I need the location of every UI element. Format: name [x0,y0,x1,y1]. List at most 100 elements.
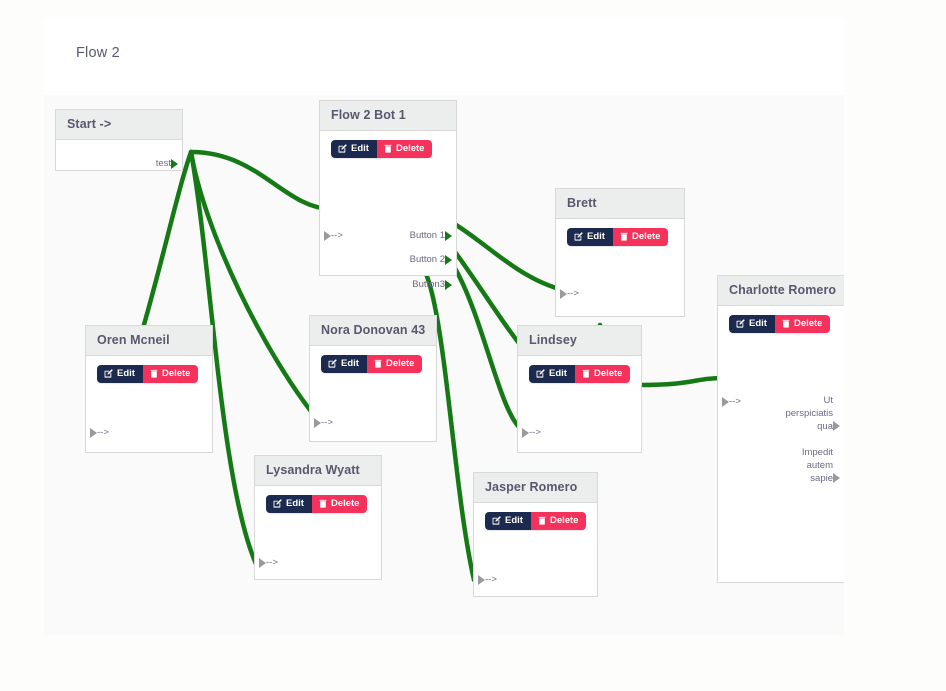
node-jasper-romero-actions: Edit Delete [485,512,587,530]
port-out-marker-icon [833,473,840,483]
port-in-marker-icon [478,575,485,585]
port-in-marker-icon [314,418,321,428]
delete-button[interactable]: Delete [530,512,587,530]
delete-button-label: Delete [330,498,360,509]
delete-button[interactable]: Delete [311,495,368,513]
port-in-charlotte[interactable]: --> [722,396,741,407]
port-in-brett[interactable]: --> [560,289,579,299]
node-charlotte-romero-title: Charlotte Romero [718,276,844,306]
trash-icon [782,320,790,328]
port-out-marker-icon [445,255,452,265]
port-out-button-2[interactable]: Button 2 [409,254,452,265]
port-in-bot1[interactable]: --> [324,230,343,241]
edit-button[interactable]: Edit [567,228,613,246]
port-in-oren-label: --> [97,427,109,438]
delete-button-label: Delete [793,318,823,329]
node-lysandra-wyatt-title: Lysandra Wyatt [255,456,381,486]
edit-button[interactable]: Edit [266,495,312,513]
edit-button[interactable]: Edit [485,512,531,530]
node-jasper-romero-title: Jasper Romero [474,473,597,503]
edge-lindsey-to-charlotte [637,375,727,388]
flow-canvas[interactable]: Start -> test Flow 2 Bot 1 Edi [44,95,844,635]
port-out-button-3[interactable]: Button3 [412,279,452,290]
node-brett[interactable]: Brett Edit Delete [555,188,685,317]
delete-button[interactable]: Delete [774,315,831,333]
port-out-button-2-label: Button 2 [409,254,445,265]
edit-button-label: Edit [587,231,605,242]
edit-button-label: Edit [549,368,567,379]
delete-button[interactable]: Delete [376,140,433,158]
port-in-nora-label: --> [321,417,333,428]
port-in-lysandra[interactable]: --> [259,557,278,568]
delete-button-label: Delete [161,368,191,379]
node-oren-mcneil-title: Oren Mcneil [86,326,212,356]
node-lysandra-wyatt[interactable]: Lysandra Wyatt Edit Delete [254,455,382,580]
header-band: Flow 2 [44,18,844,95]
node-start-title: Start -> [56,110,182,140]
port-in-jasper-label: --> [485,574,497,585]
port-out-marker-icon [171,159,178,169]
node-flow-2-bot-1-body: Edit Delete --> Button 1 [320,131,456,290]
port-out-test-label: test [155,158,171,169]
charlotte-out-line-3: qua [817,420,840,433]
node-start-body: test [56,140,182,170]
pencil-square-icon [338,144,347,153]
edit-button[interactable]: Edit [729,315,775,333]
port-out-button-1-label: Button 1 [409,230,445,241]
node-flow-2-bot-1[interactable]: Flow 2 Bot 1 Edit Delete [319,100,457,290]
edit-button[interactable]: Edit [331,140,377,158]
port-out-button-3-label: Button3 [412,279,445,290]
node-jasper-romero[interactable]: Jasper Romero Edit Delete [473,472,598,597]
pencil-square-icon [536,369,545,378]
page-title: Flow 2 [76,45,120,61]
node-oren-mcneil[interactable]: Oren Mcneil Edit Delete [85,325,213,453]
edit-button[interactable]: Edit [97,365,143,383]
node-charlotte-romero[interactable]: Charlotte Romero Edit Delete [717,275,844,583]
node-brett-actions: Edit Delete [567,228,669,246]
port-in-lindsey[interactable]: --> [522,428,541,438]
port-in-charlotte-label: --> [729,396,741,407]
port-out-marker-icon [445,231,452,241]
delete-button[interactable]: Delete [366,355,423,373]
node-flow-2-bot-1-actions: Edit Delete [331,140,433,158]
node-lindsey-body: Edit Delete --> [518,356,641,452]
pencil-square-icon [736,319,745,328]
node-lindsey-title: Lindsey [518,326,641,356]
delete-button[interactable]: Delete [142,365,199,383]
node-jasper-romero-body: Edit Delete --> [474,503,597,596]
port-in-oren[interactable]: --> [90,427,109,438]
port-in-nora[interactable]: --> [314,417,333,428]
delete-button-label: Delete [593,368,623,379]
node-nora-donovan-43-actions: Edit Delete [321,355,423,373]
port-in-marker-icon [522,428,529,438]
node-nora-donovan-43-body: Edit Delete --> [310,346,436,441]
port-in-lysandra-label: --> [266,557,278,568]
edit-button-label: Edit [505,515,523,526]
port-in-bot1-label: --> [331,230,343,241]
edit-button-label: Edit [117,368,135,379]
pencil-square-icon [328,359,337,368]
delete-button-label: Delete [549,515,579,526]
delete-button[interactable]: Delete [574,365,631,383]
node-lysandra-wyatt-body: Edit Delete --> [255,486,381,579]
port-out-button-1[interactable]: Button 1 [409,230,452,241]
charlotte-out-line-6: sapie [810,472,840,485]
delete-button-label: Delete [631,231,661,242]
port-in-jasper[interactable]: --> [478,574,497,585]
charlotte-out-line-4: Impedit [801,447,833,458]
delete-button[interactable]: Delete [612,228,669,246]
node-nora-donovan-43[interactable]: Nora Donovan 43 Edit Delete [309,315,437,442]
edit-button[interactable]: Edit [321,355,367,373]
edit-button-label: Edit [286,498,304,509]
trash-icon [150,370,158,378]
delete-button-label: Delete [385,358,415,369]
node-charlotte-romero-actions: Edit Delete [729,315,831,333]
port-out-test[interactable]: test [155,158,178,169]
port-in-marker-icon [324,231,331,241]
node-lindsey[interactable]: Lindsey Edit Delete [517,325,642,453]
node-lindsey-actions: Edit Delete [529,365,631,383]
trash-icon [319,500,327,508]
port-out-marker-icon [445,280,452,290]
edit-button[interactable]: Edit [529,365,575,383]
node-start[interactable]: Start -> test [55,109,183,171]
